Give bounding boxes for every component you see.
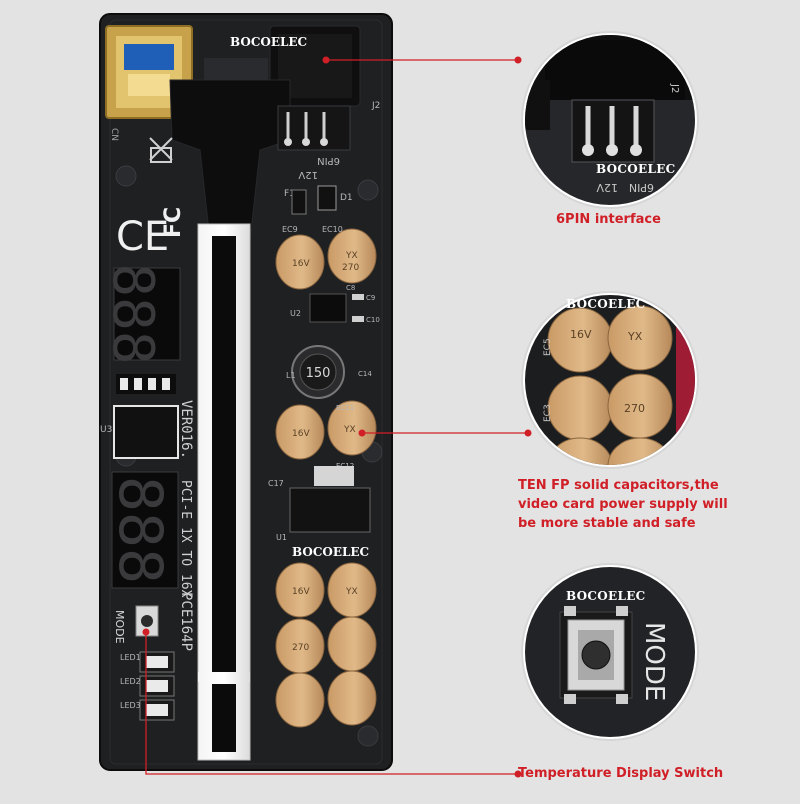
sixpin-label: 6PIN bbox=[317, 155, 340, 166]
zoom-top-j2-label: J2 bbox=[669, 83, 680, 93]
zoom-mid-brand: BOCOELEC bbox=[566, 297, 646, 311]
cap-voltage-mid: 16V bbox=[292, 429, 310, 439]
cap-voltage-bottom: 16V bbox=[292, 587, 310, 597]
callout-temperature-switch: Temperature Display Switch bbox=[518, 764, 723, 783]
zoom-six-pin bbox=[521, 31, 699, 209]
j2-label: J2 bbox=[371, 101, 380, 111]
zoom-mid-cap-voltage: 16V bbox=[570, 328, 592, 341]
mode-label: MODE bbox=[113, 610, 126, 644]
display-digits-bottom: 888 bbox=[105, 476, 175, 584]
ec9-label: EC9 bbox=[282, 225, 298, 234]
board-brand-bottom: BOCOELEC bbox=[292, 545, 369, 559]
model-text: PCE164P bbox=[178, 592, 194, 651]
callout-switch-text: Temperature Display Switch bbox=[518, 766, 724, 781]
c10-label: C10 bbox=[366, 316, 380, 324]
zoom-capacitors bbox=[521, 291, 699, 469]
zoom-bottom-brand: BOCOELEC bbox=[566, 589, 646, 603]
fc-mark: FC bbox=[161, 207, 186, 238]
zoom-mid-cap-value: 270 bbox=[624, 402, 645, 415]
inductor-value: 150 bbox=[306, 366, 331, 381]
callout-capacitors-line-1: TEN FP solid capacitors,the bbox=[518, 478, 719, 493]
six-pin-connector bbox=[169, 25, 361, 241]
u1-label: U1 bbox=[276, 533, 287, 542]
zoom-mid-ec5-label: EC5 bbox=[543, 338, 553, 356]
ec11-label: EC11 bbox=[336, 404, 354, 412]
callout-six-pin-interface: 6PIN interface bbox=[556, 210, 661, 229]
ce-mark: CE bbox=[116, 214, 169, 260]
capacitor-group-mid bbox=[275, 400, 377, 460]
cap-series-mid: YX bbox=[343, 425, 356, 435]
usb-port bbox=[105, 25, 193, 119]
u3-label: U3 bbox=[100, 425, 112, 435]
led2-label: LED2 bbox=[120, 677, 141, 686]
zoom-top-brand: BOCOELEC bbox=[596, 162, 676, 176]
ic-u2: U2 C8 C9 C10 bbox=[290, 284, 380, 324]
cn-label: CN bbox=[109, 128, 119, 141]
zoom-top-sixpin-label: 6PIN bbox=[629, 181, 654, 194]
cap-series-top: YX bbox=[345, 251, 358, 261]
f1-label: F1 bbox=[284, 189, 295, 199]
u2-label: U2 bbox=[290, 309, 301, 318]
smd-resistor-row bbox=[116, 374, 176, 394]
cap-value-bottom: 270 bbox=[292, 643, 309, 653]
temperature-display-top: 888 bbox=[100, 263, 181, 365]
ic-u1: C17 U1 bbox=[268, 466, 371, 542]
led3-label: LED3 bbox=[120, 701, 141, 710]
ic-u3: U3 bbox=[100, 405, 179, 459]
zoom-mid-ec3-label: EC3 bbox=[543, 404, 553, 422]
zoom-mid-cap-series: YX bbox=[627, 330, 643, 343]
callout-lines bbox=[142, 56, 532, 778]
display-digits-top: 888 bbox=[100, 263, 165, 364]
callout-capacitors: TEN FP solid capacitors,the video card p… bbox=[518, 476, 728, 533]
c9-label: C9 bbox=[366, 294, 375, 302]
capacitor-group-bottom bbox=[275, 562, 377, 728]
twelve-v-label: 12V bbox=[298, 169, 318, 180]
led-row: LED1 LED2 LED3 bbox=[120, 651, 175, 721]
certification-marks: CE FC bbox=[116, 137, 186, 260]
cap-voltage-top: 16V bbox=[292, 259, 310, 269]
c17-label: C17 bbox=[268, 479, 284, 488]
pcie-x16-slot bbox=[197, 223, 251, 761]
l1-label: L1 bbox=[286, 371, 296, 380]
led1-label: LED1 bbox=[120, 653, 141, 662]
inductor-l1: 150 L1 C14 bbox=[286, 345, 372, 399]
pcie-text: PCI-E 1X TO 16X bbox=[178, 480, 193, 598]
ec10-label: EC10 bbox=[322, 225, 343, 234]
zoom-bottom-mode-label: MODE bbox=[639, 622, 669, 701]
c8-label: C8 bbox=[346, 284, 355, 292]
callout-capacitors-line-2: video card power supply will bbox=[518, 497, 728, 512]
temperature-display-bottom: 888 bbox=[105, 471, 179, 589]
c14-label: C14 bbox=[358, 370, 372, 378]
callout-six-pin-text: 6PIN interface bbox=[556, 212, 661, 227]
board-brand-top: BOCOELEC bbox=[230, 35, 307, 49]
cap-value-top: 270 bbox=[342, 263, 359, 273]
zoom-top-12v-label: 12V bbox=[596, 181, 618, 194]
callout-capacitors-line-3: be more stable and safe bbox=[518, 516, 696, 531]
capacitor-group-top bbox=[275, 228, 377, 290]
version-text: VER016. bbox=[178, 400, 194, 459]
six-pin-solder-pads bbox=[277, 105, 351, 151]
mode-button[interactable] bbox=[135, 605, 159, 637]
zoom-mode-switch bbox=[521, 563, 699, 741]
d1-label: D1 bbox=[340, 193, 353, 203]
cap-series-bottom: YX bbox=[345, 587, 358, 597]
